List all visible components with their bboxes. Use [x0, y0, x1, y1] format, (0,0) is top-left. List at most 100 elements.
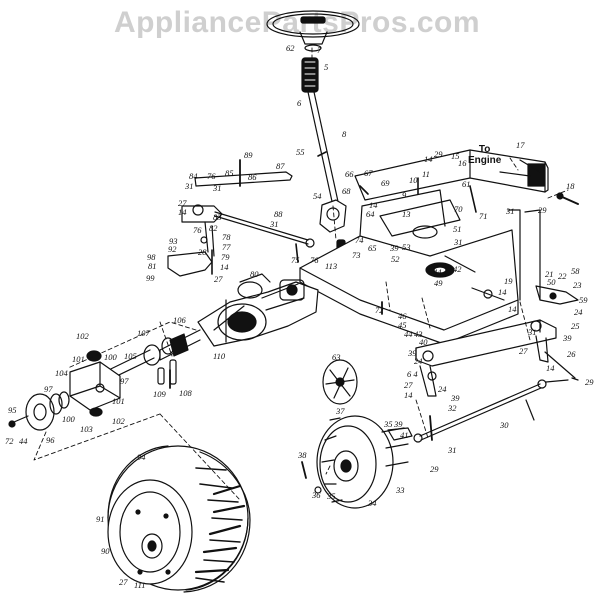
part-callout-c71: 71	[479, 211, 488, 221]
front-axle	[415, 285, 579, 397]
part-callout-c31f: 31	[528, 327, 537, 337]
part-callout-c8: 8	[342, 129, 347, 139]
part-callout-c111: 111	[134, 580, 146, 590]
part-callout-c92: 92	[168, 244, 177, 254]
part-callout-c31b: 31	[213, 183, 222, 193]
part-callout-c14a: 14	[178, 207, 187, 217]
part-callout-c55: 55	[296, 147, 305, 157]
part-callout-c25: 25	[571, 321, 580, 331]
part-callout-c69: 69	[381, 178, 390, 188]
brake-bracket	[167, 221, 215, 277]
tie-rod	[413, 377, 579, 443]
steering-wheel	[266, 10, 360, 52]
part-callout-c22: 22	[558, 271, 567, 281]
rear-tire	[107, 445, 251, 593]
part-callout-c42: 42	[453, 264, 462, 274]
part-callout-c50: 50	[547, 277, 556, 287]
part-callout-c109: 109	[153, 389, 166, 399]
steering-shaft-spring	[301, 57, 340, 207]
part-callout-c19: 19	[504, 276, 513, 286]
part-callout-c102b: 102	[112, 416, 125, 426]
part-callout-c39b: 39	[408, 348, 417, 358]
part-callout-c79: 79	[221, 252, 230, 262]
part-callout-c107: 107	[137, 328, 150, 338]
part-callout-c53: 53	[402, 242, 411, 252]
part-callout-c6: 6	[297, 98, 302, 108]
part-callout-c15: 15	[451, 151, 460, 161]
part-callout-c43: 43	[414, 329, 423, 339]
hardware-bolts	[169, 151, 579, 494]
part-callout-c72b: 72	[5, 436, 14, 446]
part-callout-c70: 70	[454, 204, 463, 214]
part-callout-c54: 54	[313, 191, 322, 201]
part-callout-c72a: 72	[375, 305, 384, 315]
drag-link	[181, 171, 315, 248]
part-callout-c73: 73	[352, 250, 361, 260]
part-callout-c37: 37	[336, 406, 345, 416]
part-callout-c87: 87	[276, 161, 285, 171]
part-callout-c96: 96	[46, 435, 55, 445]
part-callout-c101a: 101	[72, 354, 85, 364]
part-callout-c29a: 29	[434, 149, 443, 159]
part-callout-c59: 59	[579, 295, 588, 305]
explode-lines	[33, 47, 569, 501]
part-callout-c76a: 76	[207, 171, 216, 181]
part-callout-c85: 85	[225, 168, 234, 178]
part-callout-c97a: 97	[120, 376, 129, 386]
part-callout-c101b: 101	[112, 396, 125, 406]
part-callout-c88: 88	[274, 209, 283, 219]
part-callout-c14c: 14	[369, 200, 378, 210]
part-callout-c36: 36	[312, 490, 321, 500]
part-callout-c64: 64	[366, 209, 375, 219]
part-callout-c14d: 14	[424, 154, 433, 164]
part-callout-c35a: 35	[384, 419, 393, 429]
part-callout-c75: 75	[291, 255, 300, 265]
part-callout-c94: 94	[137, 452, 146, 462]
part-callout-c13: 13	[402, 209, 411, 219]
part-callout-c28: 28	[198, 247, 207, 257]
part-callout-c110: 110	[213, 351, 226, 361]
part-callout-c65: 65	[368, 243, 377, 253]
part-callout-c23: 23	[573, 280, 582, 290]
hub-cap	[322, 359, 358, 405]
part-callout-c31g: 31	[448, 445, 457, 455]
axle-bracket	[69, 350, 121, 417]
part-callout-c90: 90	[101, 546, 110, 556]
part-callout-c29c: 29	[585, 377, 594, 387]
part-callout-c40: 40	[419, 337, 428, 347]
part-callout-c62: 62	[286, 43, 295, 53]
part-callout-c44a: 44	[433, 267, 442, 277]
part-callout-c52: 52	[391, 254, 400, 264]
part-callout-c80: 80	[250, 269, 259, 279]
to-engine-note: To Engine	[468, 144, 502, 166]
part-callout-c18: 18	[566, 181, 575, 191]
part-callout-c14e: 14	[498, 287, 507, 297]
part-callout-c61: 61	[462, 179, 471, 189]
part-callout-c113: 113	[325, 261, 338, 271]
part-callout-c32: 32	[448, 403, 457, 413]
part-callout-c89: 89	[244, 150, 253, 160]
part-callout-c31a: 31	[185, 181, 194, 191]
part-callout-c27a: 27	[178, 198, 187, 208]
part-callout-c39e: 39	[394, 419, 403, 429]
part-callout-c108: 108	[179, 388, 192, 398]
transaxle	[159, 273, 319, 361]
part-callout-c76c: 76	[310, 255, 319, 265]
part-callout-c11: 11	[422, 169, 430, 179]
part-callout-c17: 17	[516, 140, 525, 150]
part-callout-c100a: 100	[104, 352, 117, 362]
part-callout-c64b: 6 4	[407, 369, 418, 379]
part-callout-c45: 45	[398, 320, 407, 330]
part-callout-c74: 74	[355, 235, 364, 245]
part-callout-c29d: 29	[430, 464, 439, 474]
part-callout-c14b: 14	[220, 262, 229, 272]
part-callout-c58: 58	[571, 266, 580, 276]
part-callout-c99: 99	[146, 273, 155, 283]
part-callout-c27e: 27	[119, 577, 128, 587]
part-callout-c21: 21	[545, 269, 554, 279]
part-callout-c63: 63	[332, 352, 341, 362]
part-callout-c16: 16	[458, 158, 467, 168]
part-callout-c51: 51	[453, 224, 462, 234]
part-callout-c84: 84	[189, 171, 198, 181]
